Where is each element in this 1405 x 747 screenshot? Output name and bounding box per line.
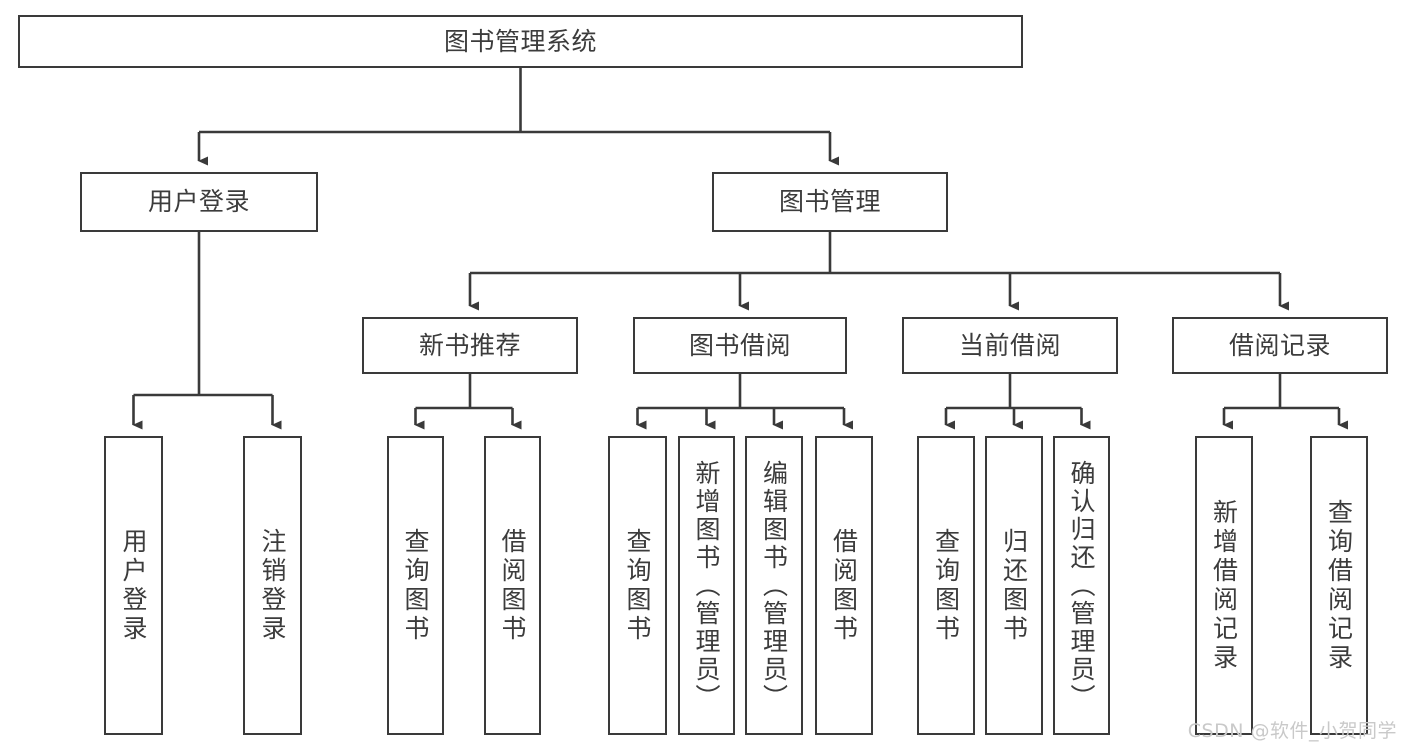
node-user-login[interactable]: 用户登录 [80,172,318,232]
node-new-book-recommend[interactable]: 新书推荐 [362,317,578,374]
node-label: 图书借阅 [688,330,791,360]
node-label: 编辑图书（管理员） [759,459,789,712]
node-borrow-record[interactable]: 借阅记录 [1172,317,1388,374]
node-current-borrow[interactable]: 当前借阅 [902,317,1118,374]
node-leaf-query-book-current[interactable]: 查询图书 [917,436,975,735]
node-label: 新书推荐 [418,330,521,360]
node-label: 当前借阅 [958,330,1061,360]
node-leaf-user-login[interactable]: 用户登录 [104,436,163,735]
node-label: 查询图书 [931,527,961,644]
node-label: 查询图书 [623,527,652,644]
node-leaf-query-book-borrow[interactable]: 查询图书 [608,436,667,735]
node-label: 借阅记录 [1228,330,1331,360]
node-label: 借阅图书 [498,527,527,644]
csdn-watermark: CSDN @软件_小贺同学 [1187,720,1397,742]
node-root[interactable]: 图书管理系统 [18,15,1023,68]
node-leaf-borrow-book-borrow[interactable]: 借阅图书 [815,436,873,735]
node-label: 用户登录 [119,527,148,644]
node-label: 确认归还（管理员） [1067,459,1096,712]
node-label: 新增借阅记录 [1209,498,1239,673]
node-leaf-borrow-book-recommend[interactable]: 借阅图书 [484,436,541,735]
node-leaf-add-borrow-record[interactable]: 新增借阅记录 [1195,436,1253,735]
node-book-borrow[interactable]: 图书借阅 [633,317,847,374]
node-leaf-query-borrow-record[interactable]: 查询借阅记录 [1310,436,1368,735]
node-leaf-add-book-admin[interactable]: 新增图书（管理员） [678,436,735,735]
node-label: 归还图书 [999,527,1029,644]
node-book-management[interactable]: 图书管理 [712,172,948,232]
node-label: 注销登录 [258,527,287,644]
node-leaf-logout[interactable]: 注销登录 [243,436,302,735]
node-label: 查询借阅记录 [1324,498,1354,673]
node-leaf-edit-book-admin[interactable]: 编辑图书（管理员） [745,436,803,735]
node-label: 新增图书（管理员） [692,459,721,712]
node-leaf-return-book[interactable]: 归还图书 [985,436,1043,735]
node-label: 用户登录 [147,187,250,217]
node-label: 借阅图书 [829,527,859,644]
node-leaf-confirm-return-admin[interactable]: 确认归还（管理员） [1053,436,1110,735]
node-label: 查询图书 [401,527,430,644]
node-label: 图书管理 [778,187,881,217]
node-label: 图书管理系统 [443,26,597,56]
node-leaf-query-book-recommend[interactable]: 查询图书 [387,436,444,735]
